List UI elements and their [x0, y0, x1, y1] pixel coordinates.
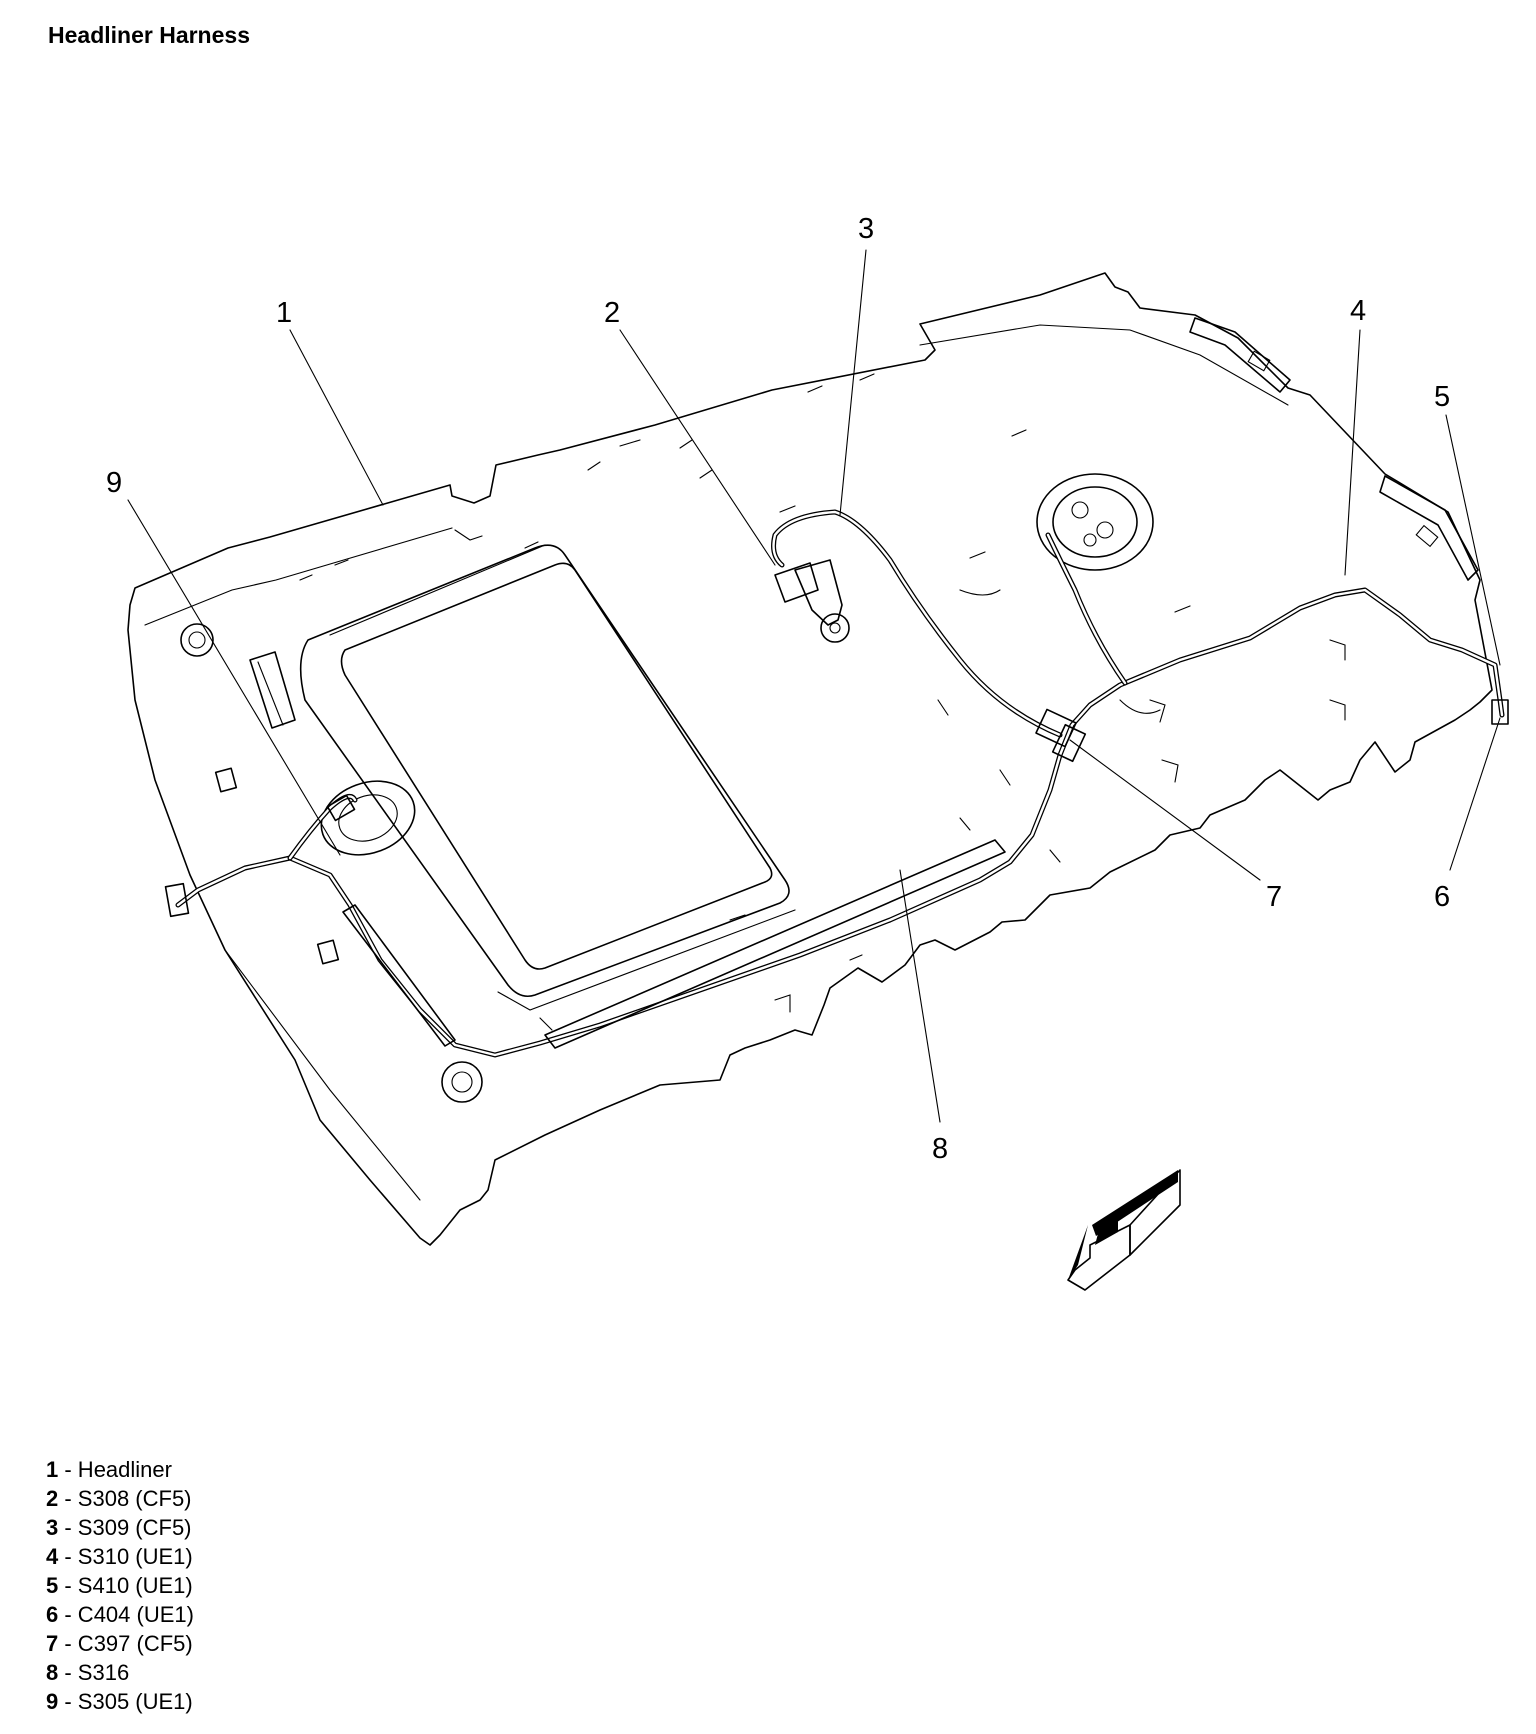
legend-item: 6 - C404 (UE1)	[46, 1602, 194, 1627]
connector-c404	[1491, 699, 1509, 725]
legend-item: 5 - S410 (UE1)	[46, 1573, 193, 1598]
right-roof-rail-front	[1189, 317, 1291, 393]
callout-5: 5	[1434, 381, 1450, 413]
grab-handle-recess	[249, 651, 296, 729]
diagram-title: Headliner Harness	[48, 22, 250, 48]
callout-6: 6	[1434, 881, 1450, 913]
left-rail-conduit	[544, 839, 1006, 1049]
leader-lines	[127, 249, 1501, 1123]
front-direction-arrow	[1067, 1169, 1181, 1291]
legend-item: 4 - S310 (UE1)	[46, 1544, 193, 1569]
callout-7: 7	[1266, 881, 1282, 913]
callout-8: 8	[932, 1133, 948, 1165]
legend-item: 3 - S309 (CF5)	[46, 1515, 192, 1540]
locator-marks	[299, 373, 1346, 1031]
legend-item: 2 - S308 (CF5)	[46, 1486, 192, 1511]
sensor-bracket	[794, 559, 843, 626]
callout-9: 9	[106, 467, 122, 499]
clip-small-1	[214, 767, 238, 793]
headliner-inner-edge	[144, 324, 1289, 1201]
legend: 1 - Headliner 2 - S308 (CF5) 3 - S309 (C…	[46, 1455, 194, 1716]
clip-front-left	[180, 623, 214, 657]
rear-console-housing	[320, 780, 416, 856]
right-roof-rail-rear	[1379, 475, 1479, 581]
harness-wires	[175, 509, 1505, 1058]
callout-2: 2	[604, 297, 620, 329]
clip-rear-left	[441, 1061, 483, 1103]
dome-lamp-housing	[1036, 473, 1154, 571]
connector-left-front	[164, 882, 190, 918]
legend-item: 8 - S316	[46, 1660, 130, 1685]
sunroof-trim	[329, 544, 796, 1011]
connectors	[164, 699, 1509, 918]
connector-c397	[1035, 708, 1077, 748]
sunroof-glass-panel	[340, 562, 773, 970]
callout-3: 3	[858, 213, 874, 245]
rear-rail-conduit	[342, 904, 456, 1047]
legend-item: 1 - Headliner	[46, 1457, 172, 1482]
clip-small-2	[316, 939, 340, 965]
connector-rear-console	[326, 794, 356, 822]
sunroof-outer-frame	[299, 544, 790, 998]
headliner-outline	[127, 272, 1493, 1246]
callout-4: 4	[1350, 295, 1366, 327]
legend-item: 7 - C397 (CF5)	[46, 1631, 193, 1656]
callout-1: 1	[276, 297, 292, 329]
legend-item: 9 - S305 (UE1)	[46, 1689, 193, 1714]
